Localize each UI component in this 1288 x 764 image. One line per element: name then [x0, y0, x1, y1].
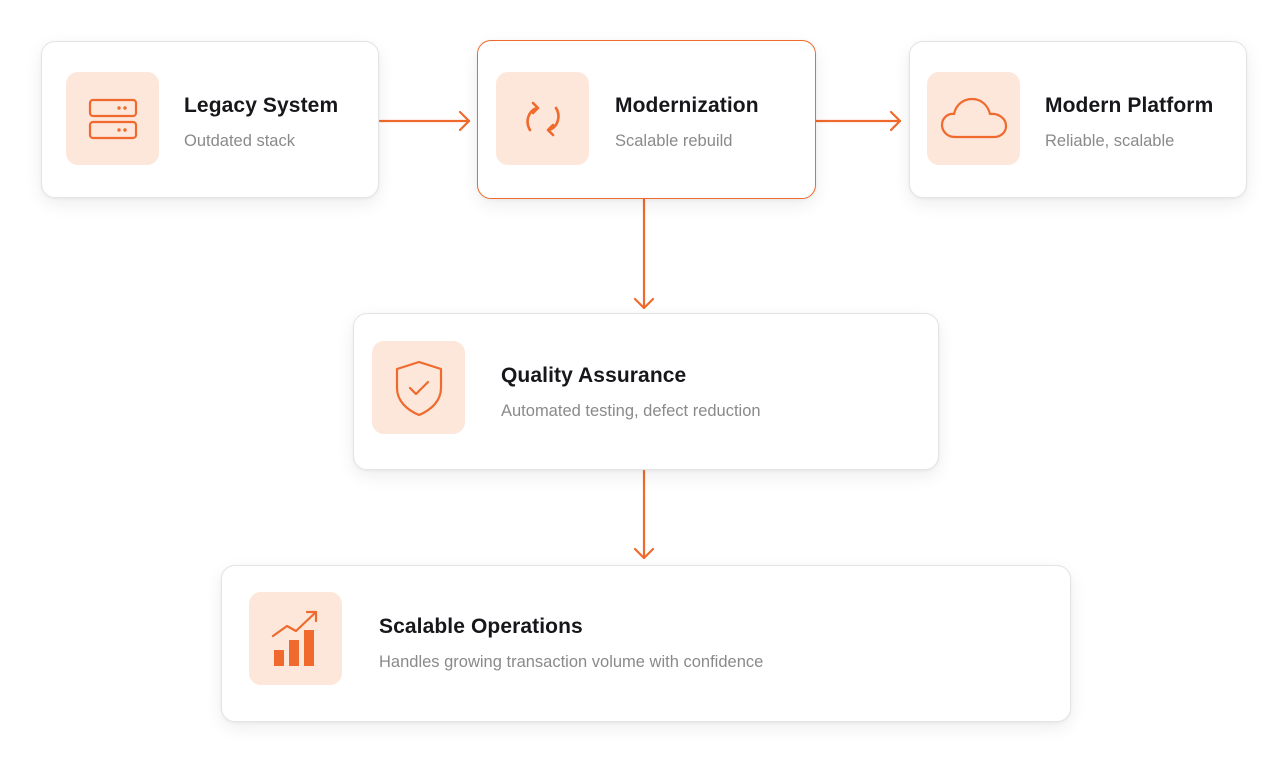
node-scalable-operations: Scalable Operations Handles growing tran… [221, 565, 1071, 722]
node-subtitle: Automated testing, defect reduction [501, 402, 761, 420]
shield-check-icon [372, 341, 465, 434]
node-title: Legacy System [184, 94, 339, 117]
arrow-modernization-to-quality [633, 197, 655, 310]
node-subtitle: Reliable, scalable [1045, 132, 1175, 150]
node-subtitle: Outdated stack [184, 132, 295, 150]
node-title: Quality Assurance [501, 364, 687, 387]
refresh-icon [496, 72, 589, 165]
cloud-icon [927, 72, 1020, 165]
node-modern-platform: Modern Platform Reliable, scalable [909, 41, 1247, 198]
node-subtitle: Handles growing transaction volume with … [379, 653, 764, 671]
node-title: Scalable Operations [379, 615, 583, 638]
server-icon [66, 72, 159, 165]
node-legacy-system: Legacy System Outdated stack [41, 41, 379, 198]
node-title: Modernization [615, 94, 759, 117]
node-quality-assurance: Quality Assurance Automated testing, def… [353, 313, 939, 470]
growth-chart-icon [249, 592, 342, 685]
node-subtitle: Scalable rebuild [615, 132, 733, 150]
arrow-legacy-to-modernization [378, 110, 471, 132]
arrow-modernization-to-modern-platform [814, 110, 902, 132]
arrow-quality-to-operations [633, 469, 655, 560]
node-modernization: Modernization Scalable rebuild [477, 40, 816, 199]
node-title: Modern Platform [1045, 94, 1214, 117]
